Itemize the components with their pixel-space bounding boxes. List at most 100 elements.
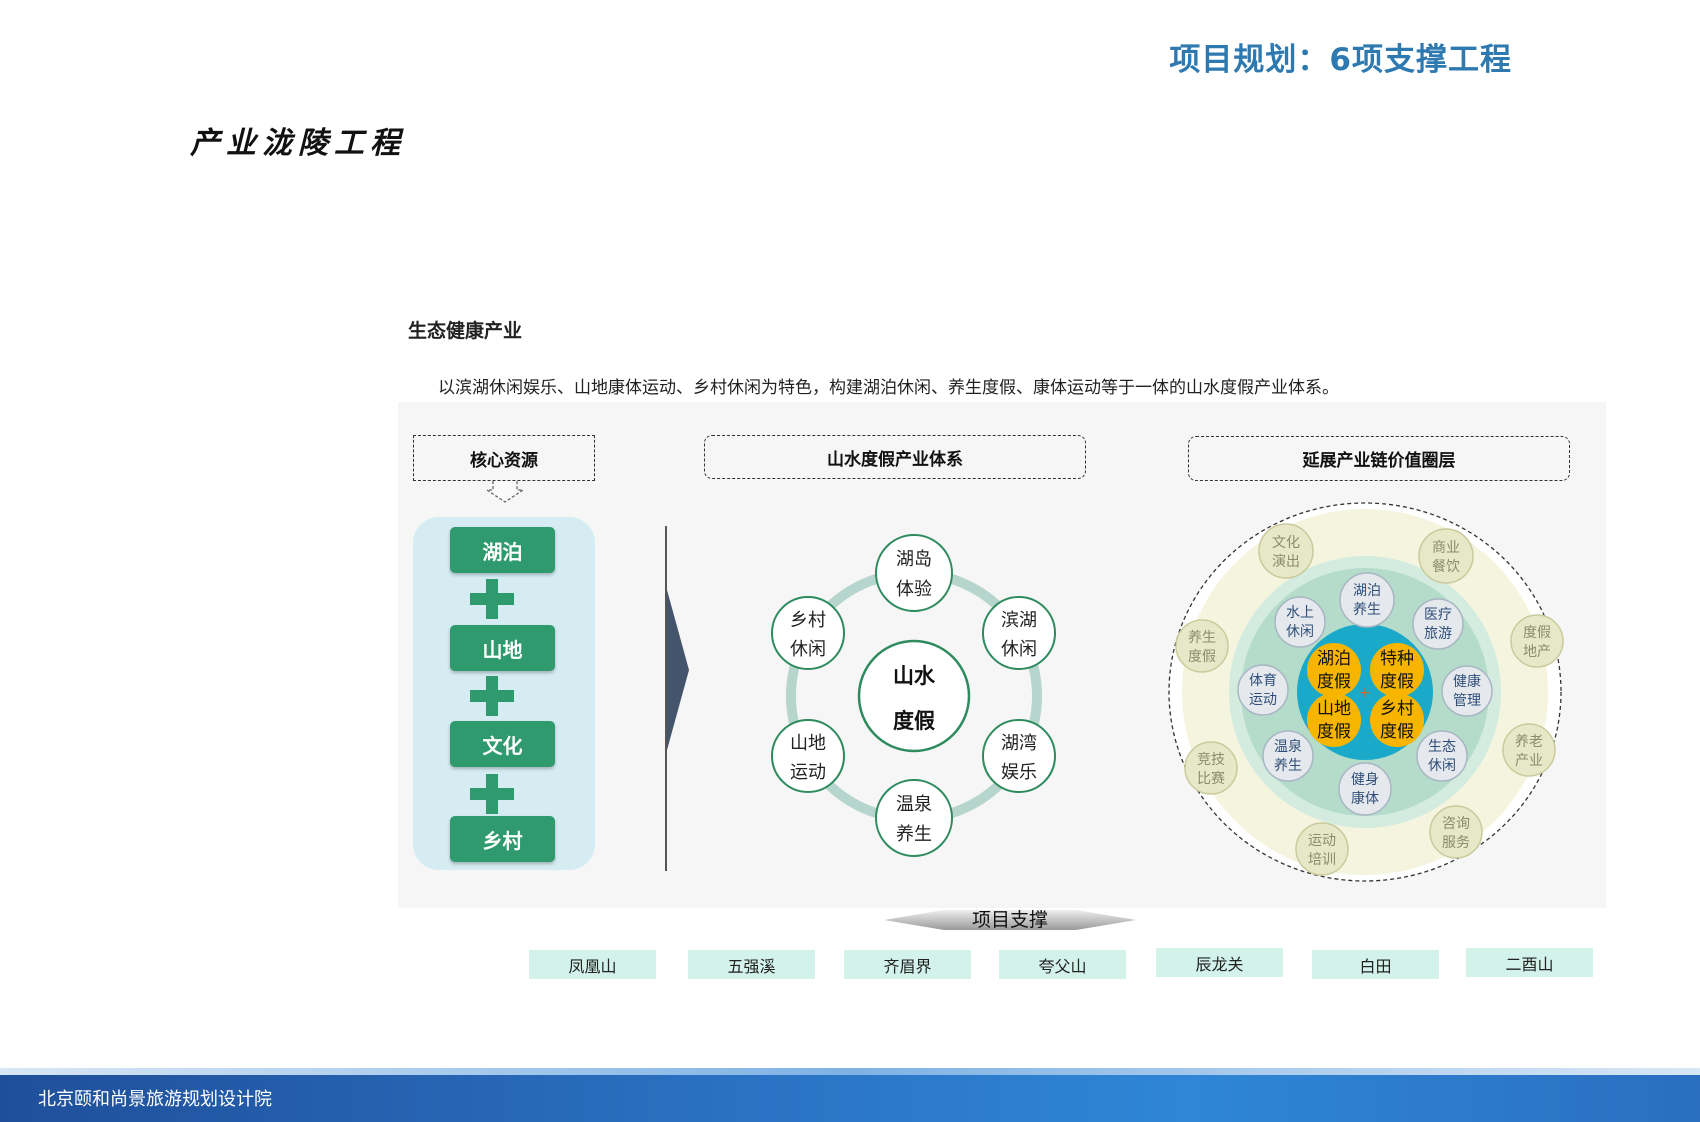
svg-text:度假: 度假 [1380, 722, 1414, 742]
outer-item: 文化 演出 [1258, 523, 1314, 579]
svg-text:养生: 养生 [896, 824, 932, 845]
core-item: 特种 度假 [1370, 643, 1424, 697]
svg-text:养生: 养生 [1353, 602, 1381, 618]
middle-item: 体育 运动 [1237, 664, 1289, 716]
plus-icon [470, 774, 514, 814]
svg-text:运动: 运动 [1249, 692, 1277, 708]
subsection-title: 生态健康产业 [408, 320, 523, 342]
outer-item: 运动 培训 [1295, 822, 1349, 876]
svg-text:服务: 服务 [1442, 835, 1470, 851]
svg-text:度假: 度假 [1188, 649, 1216, 665]
svg-text:湖湾: 湖湾 [1001, 733, 1037, 754]
outer-item: 咨询 服务 [1429, 805, 1483, 859]
industry-node: 湖岛 体验 [875, 534, 953, 612]
svg-text:山地: 山地 [1317, 699, 1351, 719]
svg-text:餐饮: 餐饮 [1432, 559, 1460, 575]
project-tag: 辰龙关 [1156, 948, 1283, 977]
svg-text:娱乐: 娱乐 [1001, 762, 1037, 783]
svg-text:咨询: 咨询 [1442, 816, 1470, 832]
svg-text:养生: 养生 [1274, 758, 1302, 774]
svg-text:度假: 度假 [1317, 722, 1351, 742]
svg-text:滨湖: 滨湖 [1001, 610, 1037, 631]
project-tag: 齐眉界 [844, 950, 971, 979]
project-tag: 夸父山 [999, 950, 1126, 979]
down-arrow-icon [485, 481, 525, 503]
middle-item: 水上 休闲 [1274, 596, 1326, 648]
industry-system-header: 山水度假产业体系 [704, 435, 1086, 479]
middle-item: 医疗 旅游 [1412, 598, 1464, 650]
core-item: 山地 度假 [1307, 693, 1361, 747]
svg-text:文化: 文化 [1272, 535, 1300, 551]
outer-item: 养生 度假 [1175, 619, 1229, 673]
svg-text:温泉: 温泉 [1274, 738, 1302, 755]
project-support-text: 项目支撑 [972, 909, 1048, 930]
middle-item: 健康 管理 [1441, 665, 1493, 717]
svg-text:乡村: 乡村 [790, 610, 826, 631]
core-item: 湖泊 度假 [1307, 643, 1361, 697]
middle-item: 生态 休闲 [1416, 730, 1468, 782]
svg-text:乡村: 乡村 [1380, 699, 1414, 719]
project-tag: 五强溪 [688, 950, 815, 979]
subsection-description: 以滨湖休闲娱乐、山地康体运动、乡村休闲为特色，构建湖泊休闲、养生度假、康体运动等… [438, 378, 1339, 398]
industry-node: 湖湾 娱乐 [982, 719, 1056, 793]
svg-text:休闲: 休闲 [1286, 624, 1314, 640]
svg-text:养生: 养生 [1188, 630, 1216, 646]
svg-text:产业: 产业 [1515, 753, 1543, 769]
svg-text:旅游: 旅游 [1424, 626, 1452, 642]
svg-text:医疗: 医疗 [1424, 607, 1452, 623]
svg-text:比赛: 比赛 [1197, 771, 1225, 787]
project-tag: 凤凰山 [529, 950, 656, 979]
plus-icon [470, 579, 514, 619]
resource-lake: 湖泊 [450, 527, 555, 573]
resource-village: 乡村 [450, 816, 555, 862]
industry-node: 滨湖 休闲 [982, 596, 1056, 670]
svg-text:健身: 健身 [1351, 772, 1379, 788]
support-banner-shape [884, 910, 1136, 930]
resource-mountain: 山地 [450, 625, 555, 671]
svg-text:水上: 水上 [1286, 605, 1314, 621]
svg-text:湖泊: 湖泊 [1353, 583, 1381, 599]
outer-item: 养老 产业 [1502, 723, 1556, 777]
svg-text:管理: 管理 [1453, 693, 1481, 709]
svg-text:健康: 健康 [1453, 673, 1481, 690]
svg-text:养老: 养老 [1515, 734, 1543, 750]
value-chain-header: 延展产业链价值圈层 [1188, 436, 1570, 481]
footer-band [0, 1068, 1700, 1078]
industry-center: 山水 度假 [857, 639, 971, 753]
industry-node: 乡村 休闲 [771, 596, 845, 670]
project-tag: 二酉山 [1466, 948, 1593, 977]
resource-culture: 文化 [450, 721, 555, 767]
core-resources-header: 核心资源 [413, 435, 595, 481]
svg-text:运动: 运动 [1308, 833, 1336, 849]
industry-center-line2: 度假 [893, 709, 935, 733]
svg-text:度假: 度假 [1523, 625, 1551, 641]
svg-text:体育: 体育 [1249, 673, 1277, 689]
svg-text:培训: 培训 [1308, 852, 1336, 868]
footer-bar [0, 1075, 1700, 1122]
middle-item: 湖泊 养生 [1339, 572, 1395, 628]
outer-item: 商业 餐饮 [1418, 528, 1474, 584]
core-item: 乡村 度假 [1370, 693, 1424, 747]
svg-text:地产: 地产 [1523, 644, 1551, 660]
svg-text:山地: 山地 [790, 733, 826, 754]
value-chain-diagram: + 湖泊 度假 特种 度假 山地 度假 乡村 度假 湖泊 养生 医疗 旅游 健康… [1168, 502, 1564, 882]
industry-node: 温泉 养生 [875, 779, 953, 857]
svg-text:湖泊: 湖泊 [1317, 649, 1351, 669]
svg-text:演出: 演出 [1272, 554, 1300, 570]
middle-item: 温泉 养生 [1262, 730, 1314, 782]
svg-text:湖岛: 湖岛 [896, 549, 932, 570]
svg-text:休闲: 休闲 [1428, 758, 1456, 774]
footer-organization: 北京颐和尚景旅游规划设计院 [38, 1089, 272, 1110]
svg-text:温泉: 温泉 [896, 794, 932, 815]
section-divider [665, 526, 667, 871]
svg-text:商业: 商业 [1432, 540, 1460, 556]
svg-text:休闲: 休闲 [1001, 639, 1037, 660]
middle-item: 健身 康体 [1338, 762, 1392, 816]
outer-item: 度假 地产 [1510, 614, 1564, 668]
project-support-label: 项目支撑 [884, 909, 1136, 930]
section-title: 产业泷陵工程 [190, 126, 406, 161]
core-plus-icon: + [1359, 685, 1371, 701]
right-arrow-icon [667, 590, 689, 750]
svg-text:生态: 生态 [1428, 739, 1456, 755]
svg-text:运动: 运动 [790, 762, 826, 783]
